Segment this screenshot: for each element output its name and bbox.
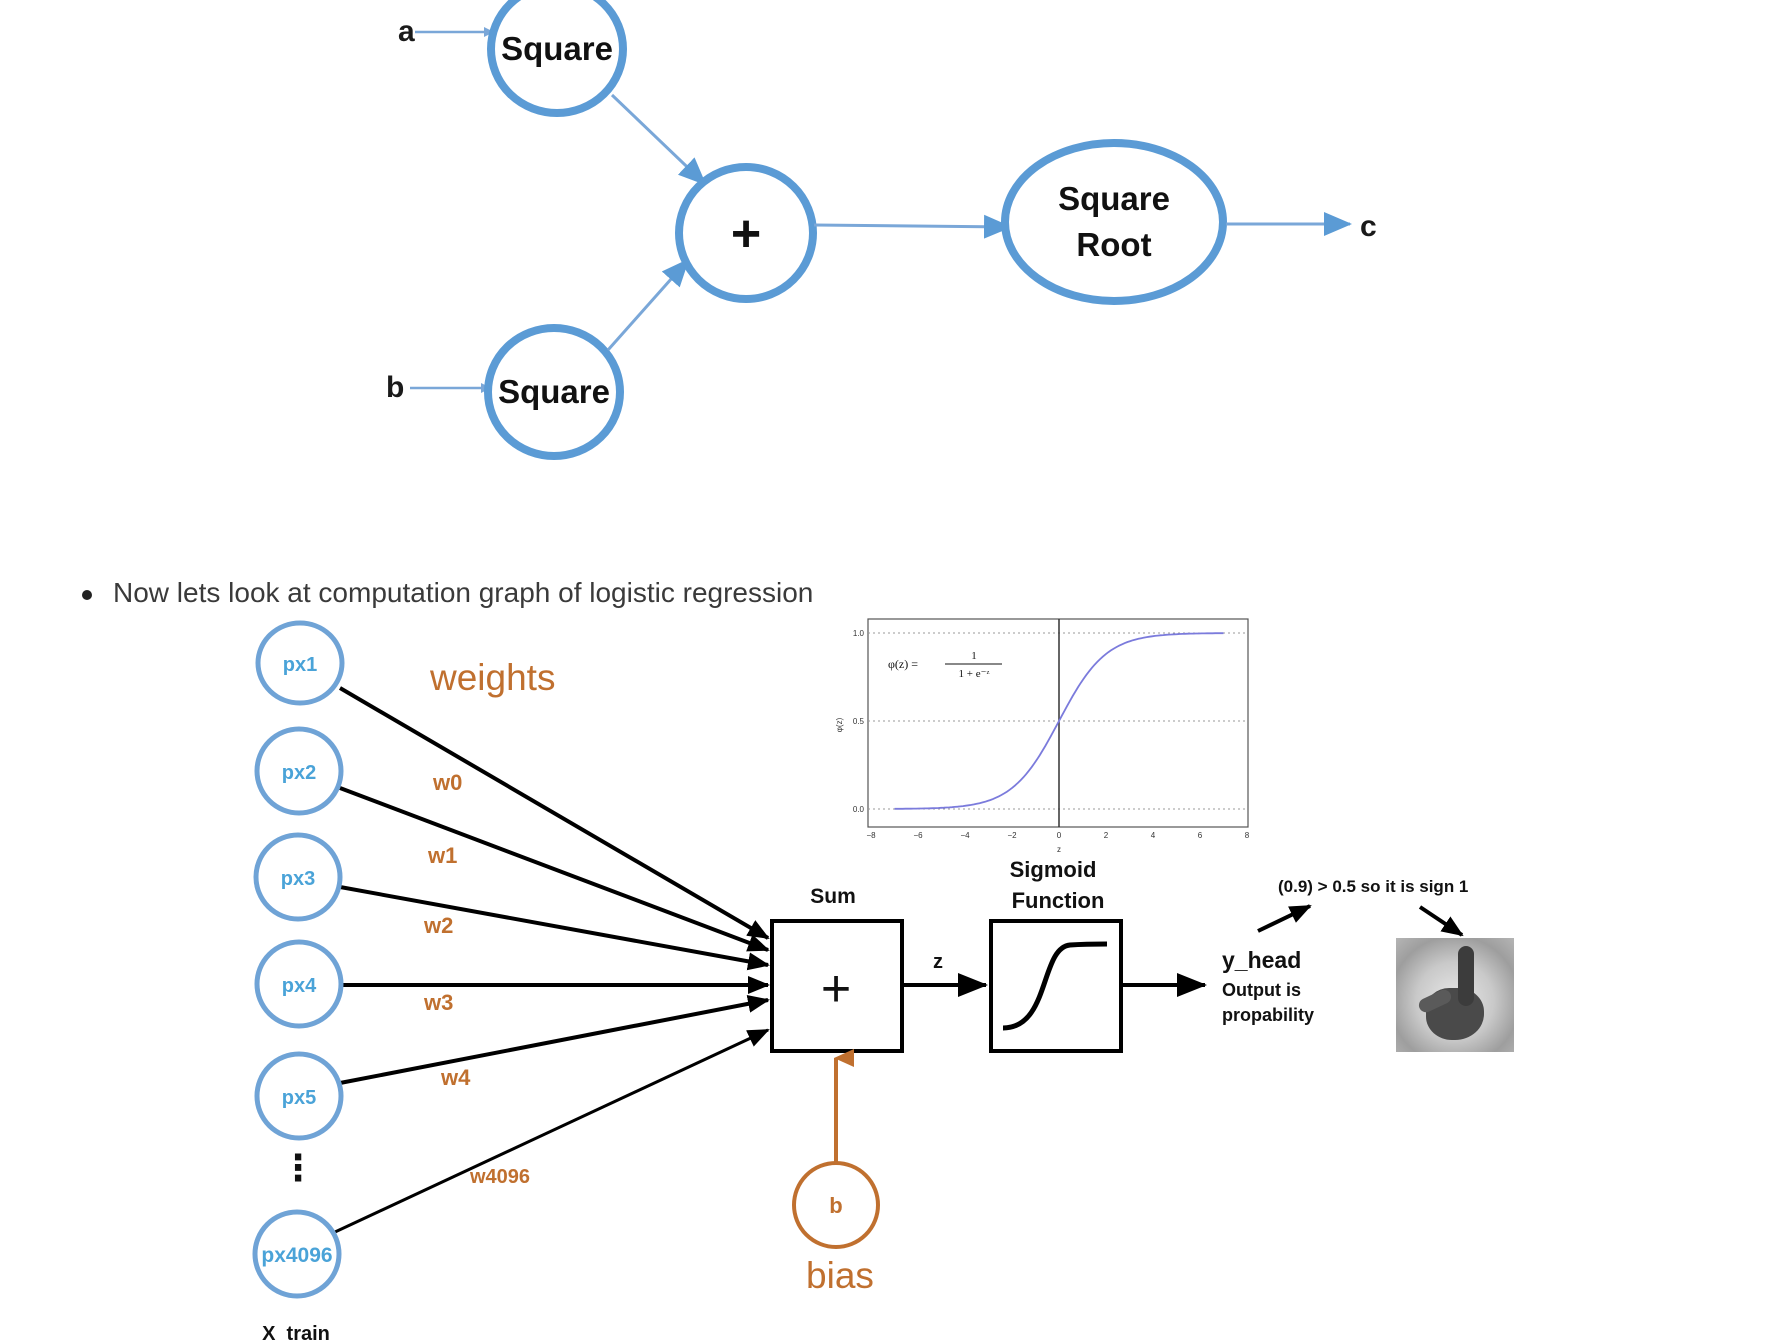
arrow-square-top-to-plus [610, 93, 707, 186]
input-a-label: a [398, 15, 415, 48]
square-root-label-line2: Root [1076, 226, 1151, 263]
bias-node-label: b [829, 1193, 842, 1218]
yhead-label: y_head [1222, 947, 1301, 973]
square-top-label: Square [501, 30, 613, 67]
sigmoid-plot-xtick: −4 [960, 831, 970, 840]
z-label: z [933, 951, 943, 973]
input-label-px4096: px4096 [261, 1244, 332, 1267]
weight-label-w3: w3 [423, 990, 453, 1015]
weights-title: weights [429, 657, 555, 698]
square-bottom-label: Square [498, 373, 610, 410]
edge-px2-sum [339, 786, 770, 952]
sum-plus-symbol: + [821, 960, 851, 1018]
sigmoid-box [989, 919, 1123, 1053]
sum-label: Sum [810, 885, 856, 908]
plus-node-label: + [731, 205, 761, 263]
sigmoid-label-line2: Function [1012, 888, 1105, 913]
diagram-sqrt-sum-squares: a Square b Square + Square Root c [386, 0, 1377, 460]
sigmoid-plot-ytick-05: 0.5 [853, 717, 865, 726]
square-root-label-line1: Square [1058, 180, 1170, 217]
sigmoid-box-curve [1002, 941, 1108, 1031]
input-label-px2: px2 [282, 762, 316, 784]
threshold-note: (0.9) > 0.5 so it is sign 1 [1278, 877, 1468, 896]
sigmoid-plot-curve [894, 632, 1224, 810]
input-node-px4: px4 [254, 939, 344, 1029]
input-label-px5: px5 [282, 1087, 316, 1109]
plus-node [675, 163, 817, 303]
arrow-plus-to-sqrt [813, 214, 1012, 239]
bias-label: bias [806, 1255, 874, 1296]
weight-label-w4096: w4096 [469, 1166, 530, 1188]
input-node-px1: px1 [255, 620, 345, 706]
diagram-logistic-regression: px1 px2 px3 px4 px5 ⋮ px4096 X_train wei… [252, 618, 1468, 1340]
output-desc-line2: propability [1222, 1005, 1314, 1025]
sigmoid-label-line1: Sigmoid [1010, 857, 1097, 882]
input-label-px4: px4 [282, 975, 317, 997]
edge-px5-sum [339, 994, 770, 1085]
sigmoid-plot-xtick: −8 [866, 831, 876, 840]
input-b-label: b [386, 371, 404, 404]
sigmoid-plot-xtick: 8 [1245, 831, 1250, 840]
sigmoid-plot-xtick: −2 [1007, 831, 1017, 840]
arrow-square-bottom-to-plus [606, 258, 690, 351]
weight-label-w4: w4 [440, 1065, 471, 1090]
weight-label-w0: w0 [432, 770, 462, 795]
input-label-px1: px1 [283, 654, 317, 676]
sigmoid-plot-xtick: 6 [1198, 831, 1203, 840]
arrow-note-to-image [1418, 905, 1464, 937]
edge-px4096-sum [334, 1028, 770, 1234]
hand-finger-shape [1458, 946, 1474, 1006]
bullet-list-item: Now lets look at computation graph of lo… [80, 575, 1080, 615]
weight-label-w2: w2 [423, 913, 453, 938]
sigmoid-plot-ytick-0: 0.0 [853, 805, 865, 814]
square-top-node [487, 0, 627, 117]
bullet-dot [82, 590, 92, 600]
sigmoid-plot-xtick: −6 [913, 831, 923, 840]
sigmoid-formula-den: 1 + e⁻ᶻ [959, 668, 990, 680]
sigmoid-plot: 1.0 0.5 0.0 φ(z) −8 −6 −4 −2 0 2 4 6 8 z… [835, 618, 1250, 854]
sigmoid-plot-xlabel: z [1057, 845, 1061, 854]
sigmoid-formula-lhs: φ(z) = [888, 657, 918, 671]
sigmoid-plot-xtick: 4 [1151, 831, 1156, 840]
edge-px1-sum [338, 686, 770, 940]
output-c-label: c [1360, 210, 1377, 243]
edge-px3-sum [339, 885, 770, 971]
input-label-px3: px3 [281, 868, 315, 890]
hand-sign-image [1396, 938, 1514, 1052]
bias-node [792, 1161, 880, 1249]
sigmoid-plot-xtick: 0 [1057, 831, 1062, 840]
bullet-text: Now lets look at computation graph of lo… [113, 577, 814, 608]
sigmoid-formula-num: 1 [971, 650, 977, 662]
x-train-label: X_train [262, 1323, 330, 1340]
sigmoid-plot-xticks: −8 −6 −4 −2 0 2 4 6 8 [866, 831, 1249, 840]
input-node-px5: px5 [254, 1051, 344, 1141]
input-node-px3: px3 [253, 832, 343, 922]
square-bottom-node [484, 324, 624, 460]
output-desc-line1: Output is [1222, 980, 1301, 1000]
inputs-ellipsis: ⋮ [280, 1147, 316, 1188]
weight-label-w1: w1 [427, 843, 457, 868]
input-node-px4096: px4096 [252, 1209, 342, 1299]
sigmoid-plot-xtick: 2 [1104, 831, 1109, 840]
square-root-node [1001, 139, 1227, 305]
input-node-px2: px2 [254, 726, 344, 816]
arrow-note-to-output [1257, 904, 1312, 933]
sigmoid-plot-ytick-1: 1.0 [853, 629, 865, 638]
sigmoid-plot-ylabel: φ(z) [835, 717, 844, 732]
